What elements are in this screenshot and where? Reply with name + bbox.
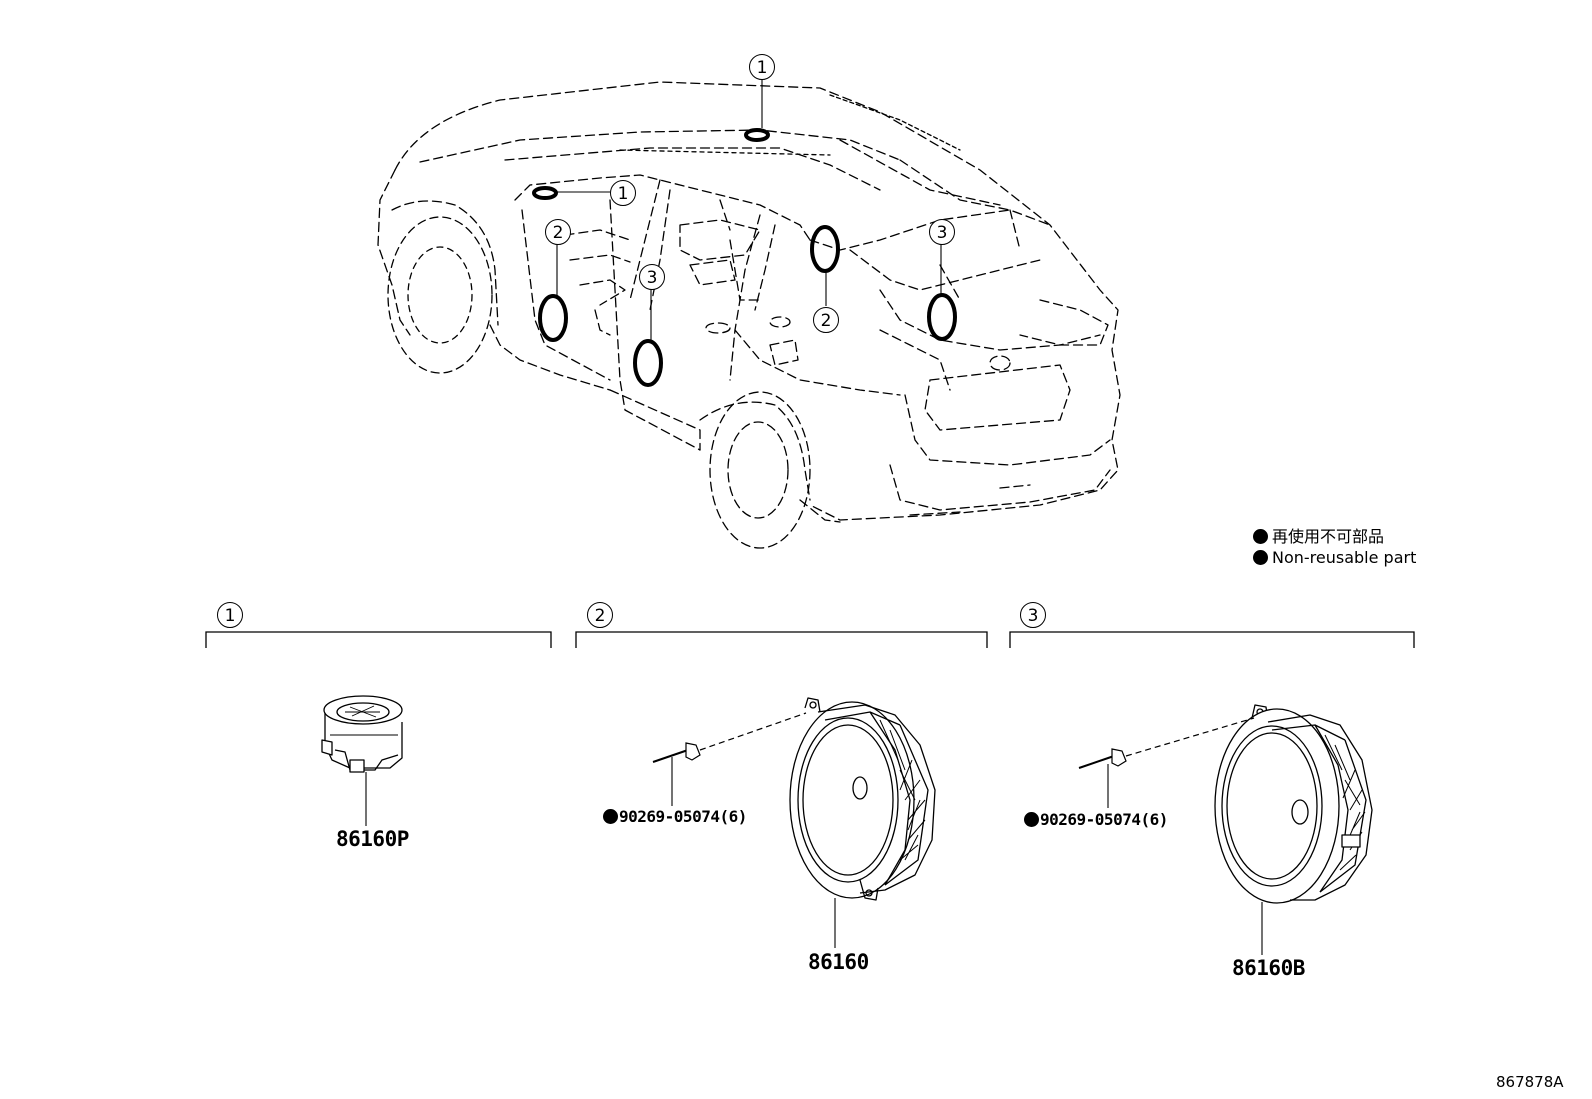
group-2-bracket	[575, 631, 988, 648]
legend-english-text: Non-reusable part	[1272, 548, 1417, 567]
fastener-2-text: 90269-05074(6)	[619, 807, 747, 826]
group-3-bracket	[1009, 631, 1415, 648]
callout-2-front-right: 2	[813, 307, 839, 333]
fastener-part-number-2[interactable]: 90269-05074(6)	[603, 807, 747, 826]
fastener-illustration-3	[1078, 717, 1255, 808]
front-door-speaker-marker-left	[538, 294, 568, 342]
door-speaker-rear-illustration	[1214, 704, 1373, 955]
callout-leaders	[556, 80, 942, 341]
front-door-speaker-marker-right	[810, 225, 840, 273]
fastener-illustration-2	[652, 712, 807, 806]
tweeter-illustration	[321, 695, 403, 826]
rear-door-speaker-marker-left	[633, 339, 663, 387]
group-2-label: 2	[587, 602, 613, 628]
fastener-part-number-3[interactable]: 90269-05074(6)	[1024, 810, 1168, 829]
non-reusable-dot-icon	[603, 809, 618, 824]
group-brackets	[205, 631, 1415, 648]
speaker-location-markers	[532, 128, 957, 387]
fastener-3-text: 90269-05074(6)	[1040, 810, 1168, 829]
callout-2-front-left: 2	[545, 219, 571, 245]
non-reusable-dot-icon	[1253, 550, 1268, 565]
non-reusable-dot-icon	[1024, 812, 1039, 827]
part-number-front-door-speaker[interactable]: 86160	[808, 950, 869, 974]
part-number-tweeter[interactable]: 86160P	[336, 827, 409, 851]
tweeter-marker-rear	[744, 128, 770, 142]
part-number-rear-door-speaker[interactable]: 86160B	[1232, 956, 1305, 980]
diagram-reference: 867878A	[1496, 1073, 1564, 1091]
callout-3-rear-right: 3	[929, 219, 955, 245]
legend-english: Non-reusable part	[1253, 548, 1416, 567]
group-3-label: 3	[1020, 602, 1046, 628]
legend-japanese: 再使用不可部品	[1253, 523, 1384, 547]
tweeter-marker-front	[532, 186, 558, 200]
callout-1-rear-tweeter: 1	[749, 54, 775, 80]
rear-door-speaker-marker-right	[927, 293, 957, 341]
door-speaker-front-illustration	[789, 697, 936, 948]
callout-1-front-tweeter: 1	[610, 180, 636, 206]
group-1-bracket	[205, 631, 552, 648]
callout-3-rear-left: 3	[639, 264, 665, 290]
legend-japanese-text: 再使用不可部品	[1272, 527, 1385, 546]
non-reusable-dot-icon	[1253, 529, 1268, 544]
group-1-label: 1	[217, 602, 243, 628]
vehicle-illustration	[377, 81, 1121, 549]
